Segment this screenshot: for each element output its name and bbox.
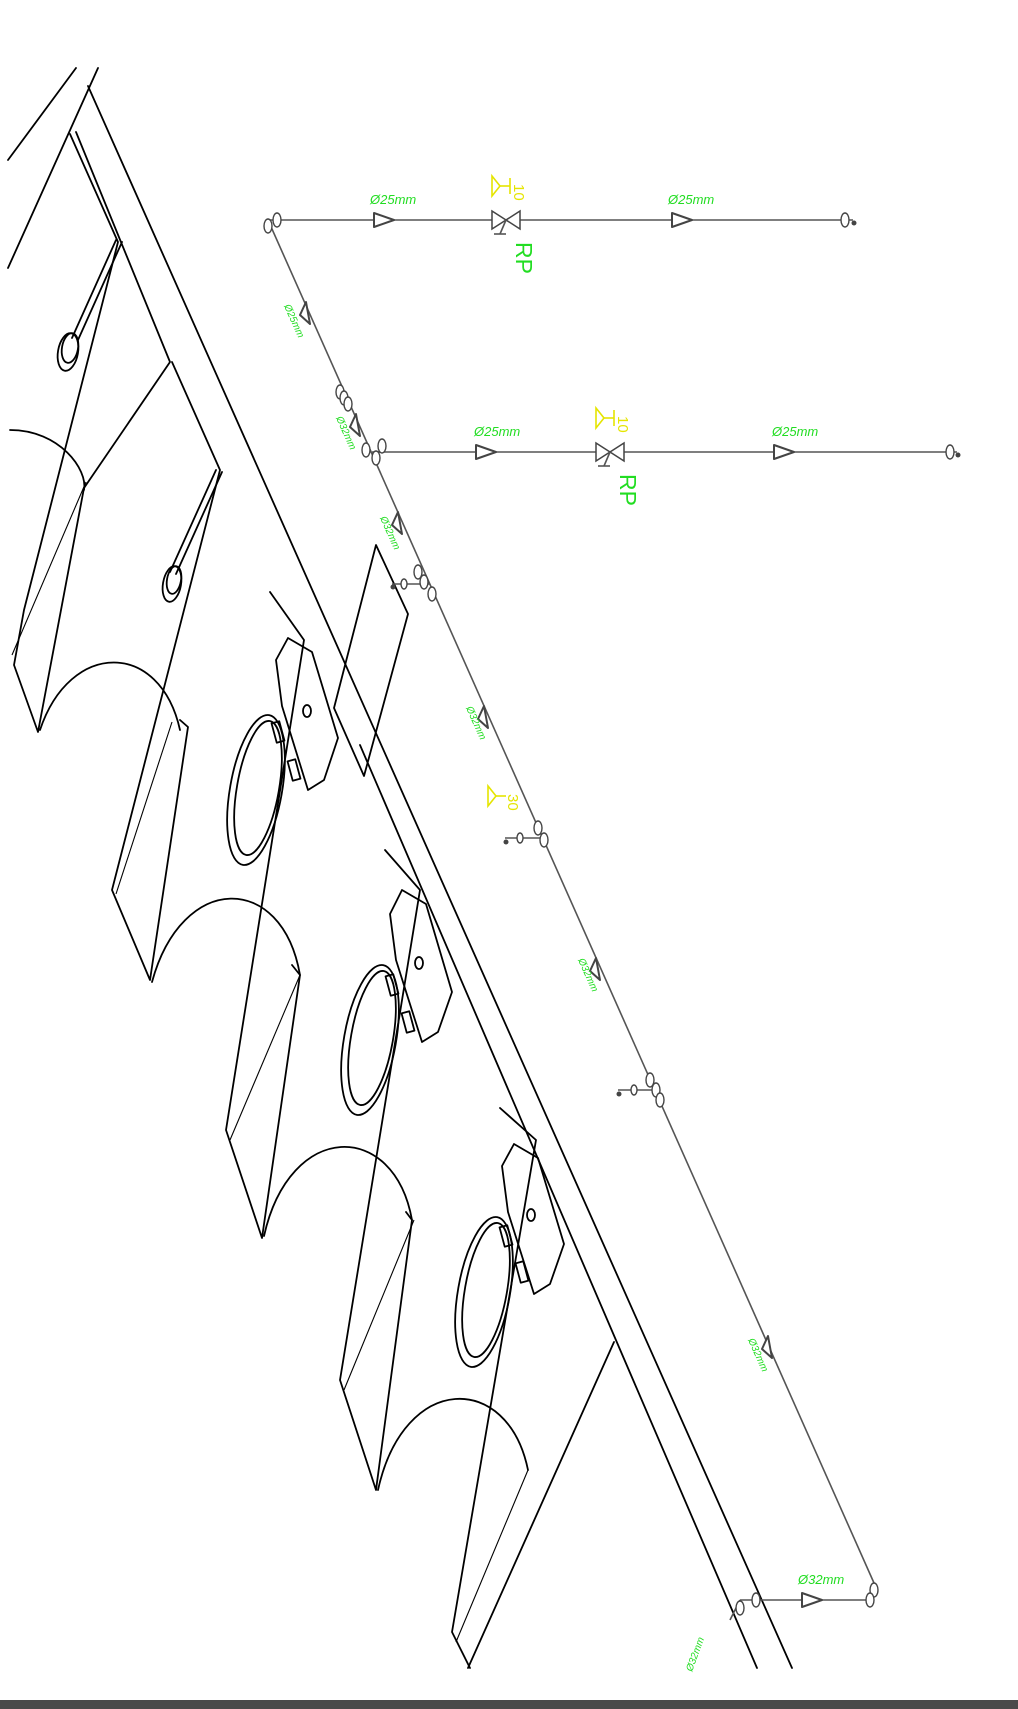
piping-network (263, 209, 961, 1621)
flow-arrow (589, 957, 601, 981)
yellow-marker-mid: 10 (595, 405, 631, 433)
pipe-label-bottom-branch: Ø32mm (797, 1572, 844, 1587)
annotations: 10 10 30 RP RP Ø25mm Ø25mm Ø25mm Ø25mm Ø… (281, 173, 844, 1674)
wall-line-top-left (7, 67, 77, 161)
wall-line-top-left-2 (7, 67, 99, 269)
flow-arrow (475, 444, 497, 460)
wall-line-front (87, 85, 793, 1669)
partition-panel-4 (263, 849, 421, 1491)
pipe-label-top-right: Ø25mm (667, 192, 714, 207)
cistern-box (333, 544, 409, 777)
toilet-2 (340, 889, 453, 1116)
yellow-marker-lower: 30 (487, 783, 521, 811)
flow-arrow (801, 1592, 823, 1608)
valve-mid (595, 441, 625, 467)
valve-label-mid: RP (615, 474, 641, 506)
toilet-3 (454, 1143, 565, 1368)
flow-arrow (477, 705, 489, 729)
pipe-label-riser-6: Ø32mm (684, 1636, 707, 1674)
pipe-fittings (263, 212, 961, 1616)
valve-top (491, 209, 521, 235)
flow-arrow (671, 212, 693, 228)
flow-arrow (349, 413, 361, 437)
node-label-top: 10 (510, 184, 527, 201)
flow-arrow (299, 301, 311, 325)
pipe-label-riser-top: Ø25mm (281, 302, 306, 340)
partition-panel-1 (9, 131, 171, 733)
partition-panel-5 (377, 1107, 615, 1669)
yellow-marker-top: 10 (491, 173, 527, 201)
valve-label-top: RP (511, 242, 537, 274)
flow-arrow (773, 444, 795, 460)
flush-pipe-1 (56, 239, 123, 372)
pipe-label-top-left: Ø25mm (369, 192, 416, 207)
pipe-label-mid-right: Ø25mm (771, 424, 818, 439)
toilet-1 (226, 637, 339, 866)
node-label-mid: 10 (614, 416, 631, 433)
wall-and-fixtures (7, 67, 793, 1669)
partition-panel-2 (39, 361, 221, 981)
flow-arrow (391, 511, 403, 535)
flush-pipe-2 (161, 469, 223, 603)
flow-arrow (373, 212, 395, 228)
flow-arrow (761, 1335, 773, 1359)
node-label-lower: 30 (504, 794, 521, 811)
wall-line-back (359, 744, 758, 1669)
partition-panel-3 (151, 591, 305, 1239)
pipe-label-mid-left: Ø25mm (473, 424, 520, 439)
bottom-status-bar (0, 1700, 1018, 1709)
